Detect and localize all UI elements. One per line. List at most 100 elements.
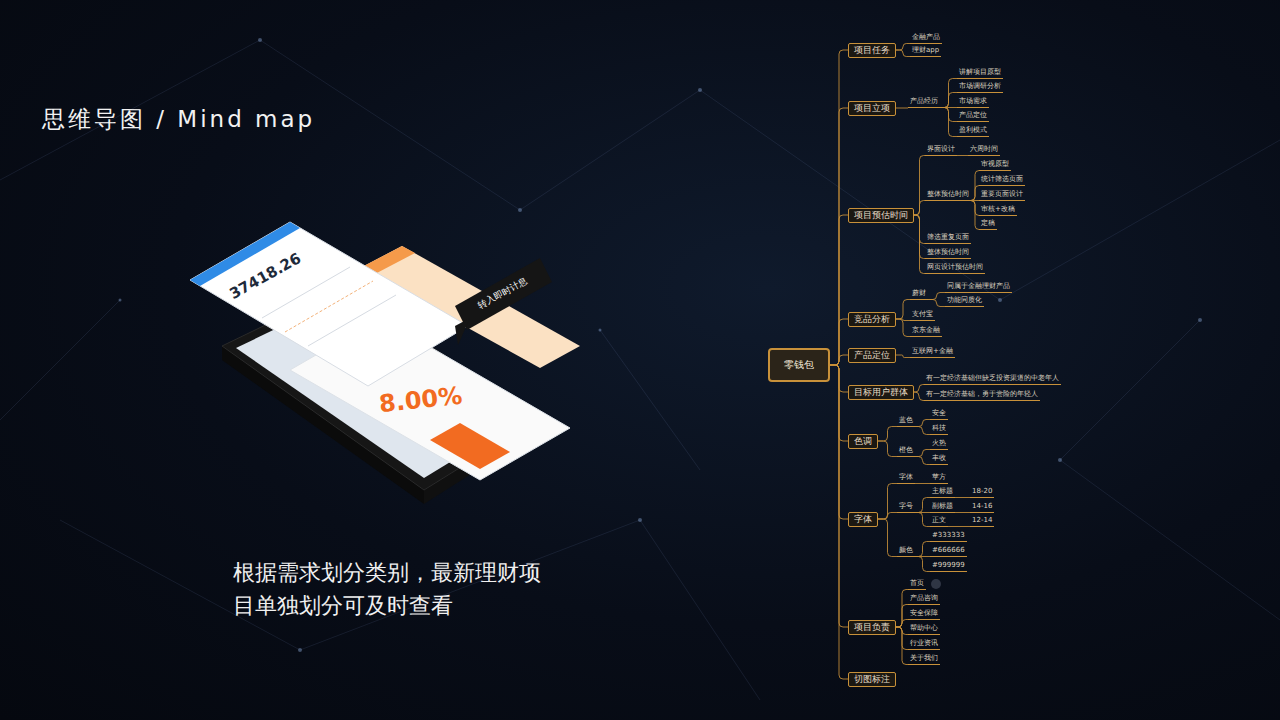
node-text: 字体 [899,472,913,482]
leaf-item: 安全保障 [908,608,940,620]
node-text: #666666 [932,545,965,555]
node-text: 丰收 [932,453,946,463]
branch-box: 项目任务 [848,43,896,58]
node-text: 18-20 [972,486,992,496]
branch-connector [830,365,848,679]
node-text: 重要页面设计 [981,189,1023,199]
branch-connector [915,542,930,557]
leaf-item: 功能同质化 [945,295,984,307]
node-text: 科技 [932,423,946,433]
branch-connector [914,156,925,216]
leaf-item: 12-14 [970,515,994,527]
network-dot [698,88,702,92]
leaf-item: 14-16 [970,501,994,513]
leaf-item: 火热 [930,438,948,450]
node-text: 讲解项目原型 [959,67,1001,77]
node-text: #333333 [932,530,965,540]
node-text: 筛选重复页面 [927,232,969,242]
branch-connector [971,201,979,230]
screen-panel [190,222,468,386]
leaf-item: #666666 [930,545,967,557]
node-text: 互联网+金融 [912,346,953,356]
network-lines [0,40,1280,700]
branch-connector [915,483,930,484]
node-text: 帮助中心 [910,623,938,633]
branch-connector [878,427,897,442]
row-line [285,281,373,332]
node-text: 金融产品 [912,32,940,42]
branch-connector [940,79,957,108]
leaf-item: 金融产品 [910,32,942,44]
branch-connector [915,498,930,513]
network-line [1060,320,1200,460]
leaf-item: 讲解项目原型 [957,67,1003,79]
node-text: 定稿 [981,218,995,228]
leaf-item: 产品经历 [908,96,940,108]
network-line [1000,140,1280,300]
node-text: 颜色 [899,545,913,555]
branch-connector [878,484,897,520]
leaf-item: 京东金融 [910,325,942,337]
leaf-item: 同属于金融理财产品 [945,281,1012,293]
branch-connector [914,201,925,216]
node-text: 关于我们 [910,653,938,663]
leaf-item: 审视原型 [979,159,1011,171]
branch-connector [915,457,930,465]
node-text: 同属于金融理财产品 [947,281,1010,291]
branch-box: 色调 [848,434,878,449]
leaf-item: 首页 [908,578,926,590]
leaf-item: #333333 [930,530,967,542]
leaf-item: 蓝色 [897,415,915,427]
leaf-item: 有一定经济基础，勇于尝险的年轻人 [924,389,1040,401]
network-dot [1198,318,1202,322]
node-text: 橙色 [899,445,913,455]
node-text: 安全保障 [910,608,938,618]
node-text: 市场调研分析 [959,81,1001,91]
node-text: 副标题 [932,501,953,511]
node-text: 项目任务 [854,45,890,56]
leaf-item: 产品咨询 [908,593,940,605]
node-text: 网页设计预估时间 [927,262,983,272]
branch-connector [896,319,910,337]
branch-connector [896,50,910,57]
branch-connector [915,513,930,527]
branch-connector [971,186,979,201]
network-dot [599,329,602,332]
branch-connector [878,513,897,520]
node-text: 竞品分析 [854,314,890,325]
branch-connector [878,441,897,457]
branch-connector [940,93,957,108]
leaf-item: 筛选重复页面 [925,232,971,244]
node-text: 切图标注 [854,674,890,685]
branch-connector [914,392,924,401]
leaf-item: 六周时间 [968,144,1000,156]
network-line [640,520,760,700]
branch-connector [830,108,848,365]
leaf-item: 互联网+金融 [910,346,955,358]
branch-connector [830,50,848,365]
node-text: 首页 [910,578,924,588]
leaf-item: 字体 [897,472,915,484]
node-text: 审视原型 [981,159,1009,169]
leaf-item: 安全 [930,408,948,420]
leaf-item: 审核+改稿 [979,204,1017,216]
leaf-item: 字号 [897,501,915,513]
leaf-item: 理财app [910,45,941,57]
node-text: 行业资讯 [910,638,938,648]
node-text: 字体 [854,514,872,525]
network-dot [119,299,122,302]
branch-connector [830,319,848,365]
node-text: 字号 [899,501,913,511]
branch-connector [896,627,908,665]
leaf-item: 产品定位 [957,110,989,122]
page-title: 思维导图 / Mind map [42,104,315,135]
network-dot [298,648,302,652]
network-dot [1058,458,1062,462]
node-text: 蘑财 [912,288,926,298]
branch-connector [955,512,970,513]
node-text: 理财app [912,45,939,55]
network-dot [638,518,642,522]
node-text: 盈利模式 [959,125,987,135]
network-dot [258,38,262,42]
